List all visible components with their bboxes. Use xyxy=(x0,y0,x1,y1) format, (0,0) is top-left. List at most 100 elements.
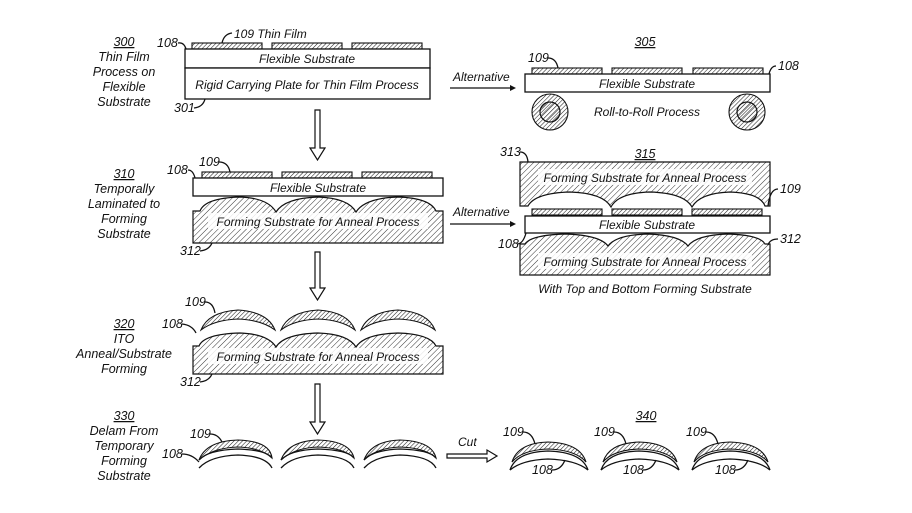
leader-line xyxy=(193,98,206,109)
alt-305-number: 305 xyxy=(635,35,656,49)
thin-film-segment xyxy=(201,171,273,179)
step-330-line-4: Substrate xyxy=(97,469,151,483)
step-310-line-1: Temporally xyxy=(94,182,155,196)
ref-109: 109 xyxy=(185,295,206,309)
step-300-caption: 300 Thin Film Process on Flexible Substr… xyxy=(93,35,156,109)
leader-line xyxy=(221,32,233,44)
ref-109: 109 xyxy=(686,425,707,439)
step-320-number: 320 xyxy=(114,317,135,331)
leader-line xyxy=(218,161,231,173)
alt-315-number: 315 xyxy=(635,147,656,161)
leader-line xyxy=(767,188,779,207)
ref-108: 108 xyxy=(167,163,188,177)
thin-film-segment xyxy=(281,171,353,179)
step-300-number: 300 xyxy=(114,35,135,49)
rigid-plate-label: Rigid Carrying Plate for Thin Film Proce… xyxy=(195,78,418,92)
ref-109: 109 xyxy=(190,427,211,441)
flexible-substrate-layer xyxy=(192,177,444,197)
down-arrow xyxy=(308,109,327,162)
step-310-line-4: Substrate xyxy=(97,227,151,241)
thin-film-segment xyxy=(271,42,343,50)
delaminated-piece xyxy=(280,439,355,469)
leader-line xyxy=(516,232,527,245)
leader-line xyxy=(519,151,529,163)
ref-108: 108 xyxy=(162,447,183,461)
step-320-line-2: Anneal/Substrate xyxy=(75,347,172,361)
step-320-stack: Forming Substrate for Anneal Process 109… xyxy=(162,295,444,389)
step-320-line-3: Forming xyxy=(101,362,147,376)
step-340-cut-pieces: 340 109 108 109 108 109 108 xyxy=(503,409,771,477)
rigid-carrying-plate xyxy=(184,67,431,100)
ref-109: 109 xyxy=(594,425,615,439)
down-arrow xyxy=(308,251,327,302)
step-300-line-1: Thin Film xyxy=(98,50,149,64)
ref-109: 109 xyxy=(528,51,549,65)
ref-313: 313 xyxy=(500,145,521,159)
formed-film xyxy=(199,309,277,332)
ref-108: 108 xyxy=(532,463,553,477)
alt-315-caption: With Top and Bottom Forming Substrate xyxy=(538,282,752,296)
step-300-line-4: Substrate xyxy=(97,95,151,109)
flexible-substrate-label: Flexible Substrate xyxy=(270,181,366,195)
alternative-label: Alternative xyxy=(452,70,510,84)
cut-piece: 109 108 xyxy=(686,425,771,477)
step-330-line-2: Temporary xyxy=(94,439,154,453)
step-310-caption: 310 Temporally Laminated to Forming Subs… xyxy=(88,167,160,241)
step-330-line-3: Forming xyxy=(101,454,147,468)
leader-line xyxy=(767,238,779,246)
leader-line xyxy=(181,323,197,334)
leader-line xyxy=(181,453,200,463)
ref-108: 108 xyxy=(623,463,644,477)
ref-109: 109 xyxy=(780,182,801,196)
alternative-arrow-315: Alternative xyxy=(450,205,516,227)
down-arrow xyxy=(308,383,327,436)
step-320-line-1: ITO xyxy=(114,332,135,346)
thin-film-segment xyxy=(611,208,683,216)
thin-film-segment xyxy=(351,42,423,50)
alternative-arrow-305: Alternative xyxy=(450,70,516,91)
step-330-line-1: Delam From xyxy=(90,424,159,438)
thin-film-segment xyxy=(531,67,603,75)
leader-line xyxy=(199,373,213,383)
cut-piece: 109 108 xyxy=(503,425,589,477)
step-310-stack: Flexible Substrate Forming Substrate for… xyxy=(167,155,444,258)
step-310-line-3: Forming xyxy=(101,212,147,226)
thin-film-segment xyxy=(691,208,763,216)
flexible-substrate-layer xyxy=(524,215,771,234)
ref-312: 312 xyxy=(180,375,201,389)
formed-film xyxy=(279,309,357,332)
thin-film-segment xyxy=(692,67,764,75)
thin-film-segment xyxy=(531,208,603,216)
step-300-stack: Flexible Substrate Rigid Carrying Plate … xyxy=(157,27,431,115)
step-310-number: 310 xyxy=(114,167,135,181)
alternative-label: Alternative xyxy=(452,205,510,219)
cut-piece: 109 108 xyxy=(594,425,680,477)
delaminated-piece xyxy=(198,439,273,469)
step-330-caption: 330 Delam From Temporary Forming Substra… xyxy=(90,409,159,483)
step-340-number: 340 xyxy=(636,409,657,423)
flexible-substrate-label: Flexible Substrate xyxy=(599,218,695,232)
thin-film-segment xyxy=(361,171,433,179)
roller-core xyxy=(736,101,758,123)
leader-line xyxy=(199,242,213,252)
ref-109: 109 xyxy=(503,425,524,439)
roller-core xyxy=(539,101,561,123)
ref-312: 312 xyxy=(780,232,801,246)
ref-108: 108 xyxy=(778,59,799,73)
leader-line xyxy=(187,169,196,179)
forming-substrate-label: Forming Substrate for Anneal Process xyxy=(217,350,420,364)
thin-film-ref-label: 109 Thin Film xyxy=(234,27,307,41)
roll-to-roll-label: Roll-to-Roll Process xyxy=(594,105,700,119)
flexible-substrate-label: Flexible Substrate xyxy=(599,77,695,91)
ref-109: 109 xyxy=(199,155,220,169)
leader-line xyxy=(768,65,777,75)
cut-label: Cut xyxy=(458,435,477,449)
alt-315-top-bottom-forming: 315 Forming Substrate for Anneal Process… xyxy=(498,145,801,296)
flexible-substrate-layer xyxy=(524,73,771,93)
step-330-delaminated-pieces: 109 108 xyxy=(162,427,437,469)
ref-301: 301 xyxy=(174,101,195,115)
thin-film-segment xyxy=(191,42,263,50)
step-310-line-2: Laminated to xyxy=(88,197,160,211)
formed-film xyxy=(359,309,437,332)
